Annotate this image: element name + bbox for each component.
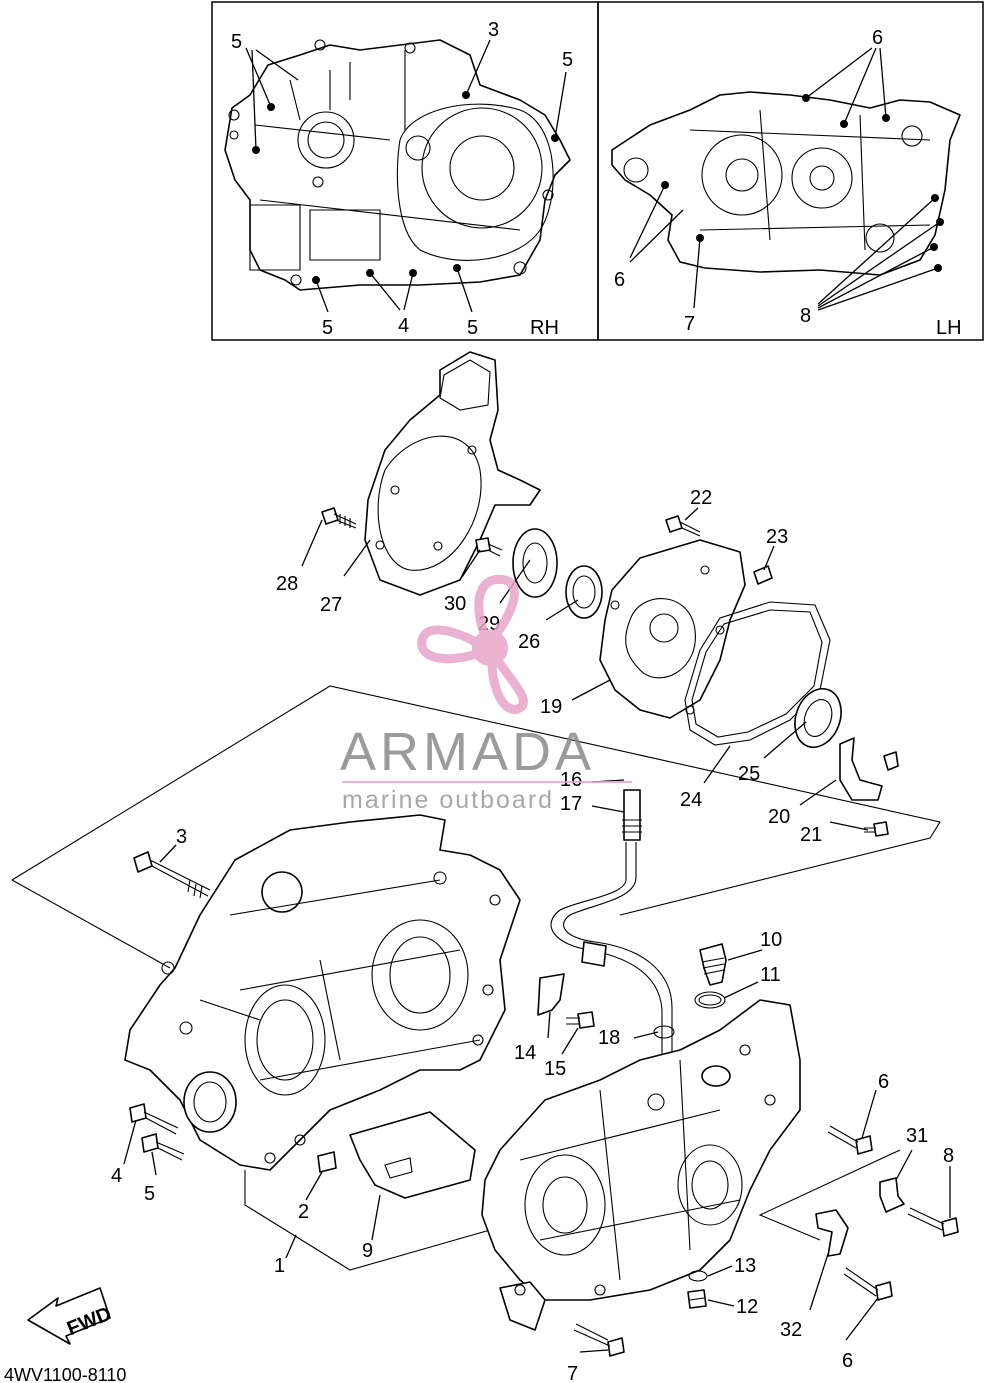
callout-22: 22 [690,487,712,509]
callout-10: 10 [760,929,782,951]
part-8-bolt [907,1207,959,1237]
callout-4: 4 [111,1165,122,1187]
watermark-tagline: marine outboard [342,786,554,814]
part-19-crankcase-cover [599,539,746,719]
callout-26: 26 [518,631,540,653]
callout-17: 17 [560,793,582,815]
callout-14: 14 [514,1042,536,1064]
fwd-arrow: FWD [27,1287,114,1345]
callout-25: 25 [738,763,760,785]
callout-7: 7 [567,1363,578,1383]
propeller-logo [417,574,528,714]
callout-6a: 6 [878,1071,889,1093]
inset-panels: 5 3 5 5 4 5 RH 6 [211,1,984,341]
watermark: ARMADA marine outboard [340,574,632,814]
rh-callout-5c: 5 [322,317,333,339]
inset-rh-leaders [245,39,567,313]
callout-3: 3 [176,826,187,848]
inset-lh-frame [597,1,984,341]
part-6-bolt-upper [827,1125,873,1155]
part-7-bolt [573,1323,625,1357]
callout-18: 18 [598,1027,620,1049]
rh-callout-5a: 5 [231,31,242,53]
part-22-bolt [665,515,701,537]
lh-callout-7: 7 [684,313,695,335]
part-30-bolt [475,537,503,557]
part-26-oil-seal [565,565,603,619]
part-28-bolt [321,507,357,529]
callout-9: 9 [362,1240,373,1262]
callout-21: 21 [800,824,822,846]
callout-6b: 6 [842,1350,853,1372]
callout-20: 20 [768,806,790,828]
callout-13: 13 [734,1255,756,1277]
inset-lh-crankcase [611,91,961,276]
part-4-bolt [129,1103,179,1135]
part-10-oil-filler-cap [699,943,727,986]
part-3-bolt [133,851,211,899]
callout-5: 5 [144,1183,155,1205]
inset-lh-label: LH [936,317,962,339]
lh-callout-8: 8 [800,305,811,327]
lh-callout-6a: 6 [872,27,883,49]
rh-callout-3: 3 [488,19,499,41]
part-25-oil-seal [794,688,842,748]
callout-31: 31 [906,1125,928,1147]
part-6-bolt-lower [843,1267,893,1301]
part-18-hose-clamp [653,1025,675,1039]
inset-lh-leaders [629,47,941,311]
part-23-dowel-pin [753,565,773,585]
rh-callout-5b: 5 [562,49,573,71]
part-2-dowel-pin [317,1151,337,1173]
part-14-plate [537,973,565,1016]
callout-23: 23 [766,526,788,548]
assembly-outlines [11,685,941,1271]
callout-19: 19 [540,696,562,718]
rh-callout-4: 4 [398,315,409,337]
part-27-crankcase-cover [364,351,541,596]
part-16-17-breather-hose [550,789,673,1090]
part-1-crankcase-left [124,814,521,1171]
callout-16: 16 [560,769,582,791]
part-21-bolt [864,821,889,837]
watermark-brand: ARMADA [340,722,595,782]
part-5-bolt [141,1133,185,1161]
part-11-o-ring [694,991,726,1009]
part-31-plate [879,1177,905,1213]
callout-8: 8 [943,1145,954,1167]
lh-callout-6b: 6 [614,269,625,291]
callout-24: 24 [680,789,702,811]
callout-28: 28 [276,573,298,595]
callout-labels: 1 2 3 4 5 6 6 7 8 9 10 11 12 13 14 15 16… [111,487,954,1383]
leader-lines [123,507,951,1353]
inset-rh-crankcase [224,39,571,291]
inset-rh-label: RH [530,317,559,339]
part-9-skid-plate [349,1111,476,1199]
callout-12: 12 [736,1296,758,1318]
callout-1: 1 [274,1255,285,1277]
part-12-drain-plug [687,1289,707,1309]
part-crankcase-right [481,999,801,1331]
callout-30: 30 [444,593,466,615]
callout-32: 32 [780,1319,802,1341]
callout-11: 11 [760,964,781,986]
diagram-code: 4WV1100-8110 [4,1365,126,1383]
part-29-plate [512,528,558,598]
part-15-bolt [566,1011,595,1029]
part-13-gasket [688,1270,708,1282]
part-32-bracket [815,1209,849,1257]
part-20-plate [839,737,899,801]
callout-2: 2 [298,1201,309,1223]
callout-15: 15 [544,1058,566,1080]
callout-27: 27 [320,594,342,616]
rh-callout-5d: 5 [467,317,478,339]
